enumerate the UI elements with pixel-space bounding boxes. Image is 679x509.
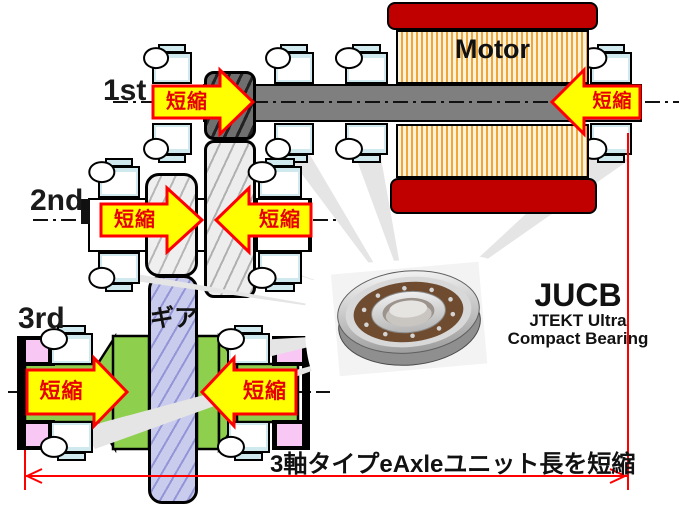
third-gear-icon [148, 275, 198, 504]
shorten-arrow-right: 短縮 [151, 66, 256, 138]
shorten-label: 短縮 [592, 91, 633, 112]
bearing-icon [143, 44, 192, 84]
shorten-label: 短縮 [114, 209, 156, 231]
jucb-subtitle-2: Compact Bearing [507, 329, 649, 348]
bearing-icon [88, 158, 140, 198]
shorten-arrow-right: 短縮 [99, 184, 205, 256]
shorten-label: 短縮 [166, 91, 208, 113]
second-shaft-end [81, 199, 90, 224]
jucb-title: JUCB [534, 277, 622, 313]
bearing-icon [39, 325, 93, 365]
axis-label-1st: 1st [103, 74, 147, 107]
seal-icon [302, 336, 310, 450]
shorten-label: 短縮 [259, 209, 301, 231]
shorten-arrow-left: 短縮 [213, 184, 313, 256]
axis-label-3rd: 3rd [18, 302, 65, 335]
shorten-label: 短縮 [39, 380, 84, 403]
shorten-arrow-left: 短縮 [199, 354, 298, 430]
motor-end-cap [387, 2, 598, 30]
motor-end-cap [390, 178, 597, 214]
shorten-label: 短縮 [243, 380, 287, 403]
motor-winding [396, 30, 589, 84]
shorten-arrow-left: 短縮 [549, 66, 642, 138]
jucb-subtitle-1: JTEKT Ultra [529, 311, 627, 330]
bottom-caption: 3軸タイプeAxleユニット長を短縮 [270, 451, 636, 478]
shorten-arrow-right: 短縮 [25, 354, 130, 430]
bearing-icon [247, 158, 302, 198]
bearing-icon [334, 44, 388, 84]
bearing-icon [265, 44, 314, 84]
motor-label: Motor [455, 34, 530, 64]
motor-winding [396, 124, 589, 178]
axis-label-2nd: 2nd [30, 184, 84, 217]
seal-icon [17, 336, 26, 450]
jucb-bearing-photo [330, 261, 488, 377]
jucb-text-block: JUCB JTEKT Ultra Compact Bearing [488, 278, 668, 348]
gear-label: ギア [150, 305, 198, 332]
